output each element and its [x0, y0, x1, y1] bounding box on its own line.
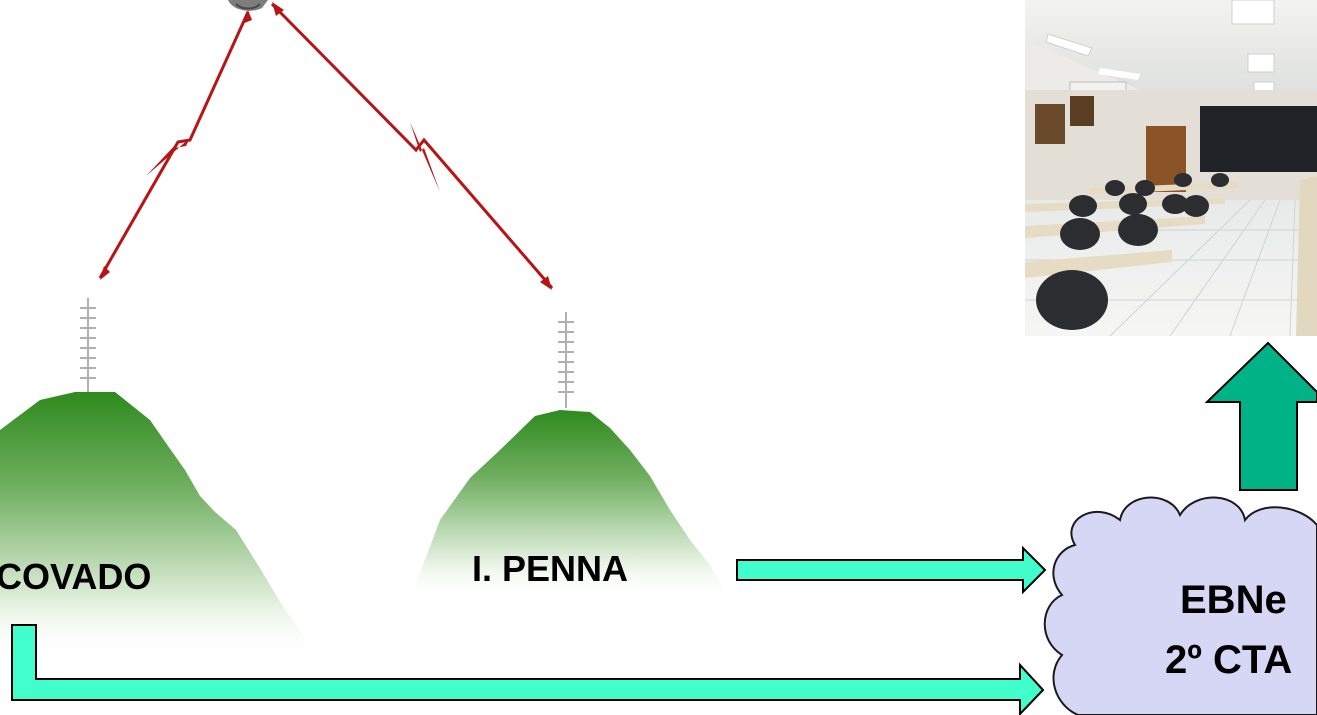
- flow-arrow-penna: [736, 545, 1047, 595]
- mountain-left: [0, 392, 320, 660]
- site-label-left: COVADO: [0, 556, 152, 597]
- cloud-label-line2: 2º CTA: [1165, 638, 1293, 682]
- cloud-label-line1: EBNe: [1180, 578, 1287, 622]
- satellite-icon: [228, 0, 268, 11]
- mountain-right: [410, 410, 730, 600]
- radio-link-left: [98, 10, 252, 280]
- radio-link-right: [270, 2, 554, 290]
- site-label-right: I. PENNA: [472, 548, 629, 589]
- up-arrow: [1204, 341, 1317, 491]
- control-room-photo: [1025, 0, 1317, 336]
- antenna-tower-left: [80, 298, 96, 392]
- cloud-shape: [1043, 496, 1317, 715]
- antenna-tower-right: [558, 312, 574, 408]
- flow-arrow-elbow: [11, 624, 1045, 715]
